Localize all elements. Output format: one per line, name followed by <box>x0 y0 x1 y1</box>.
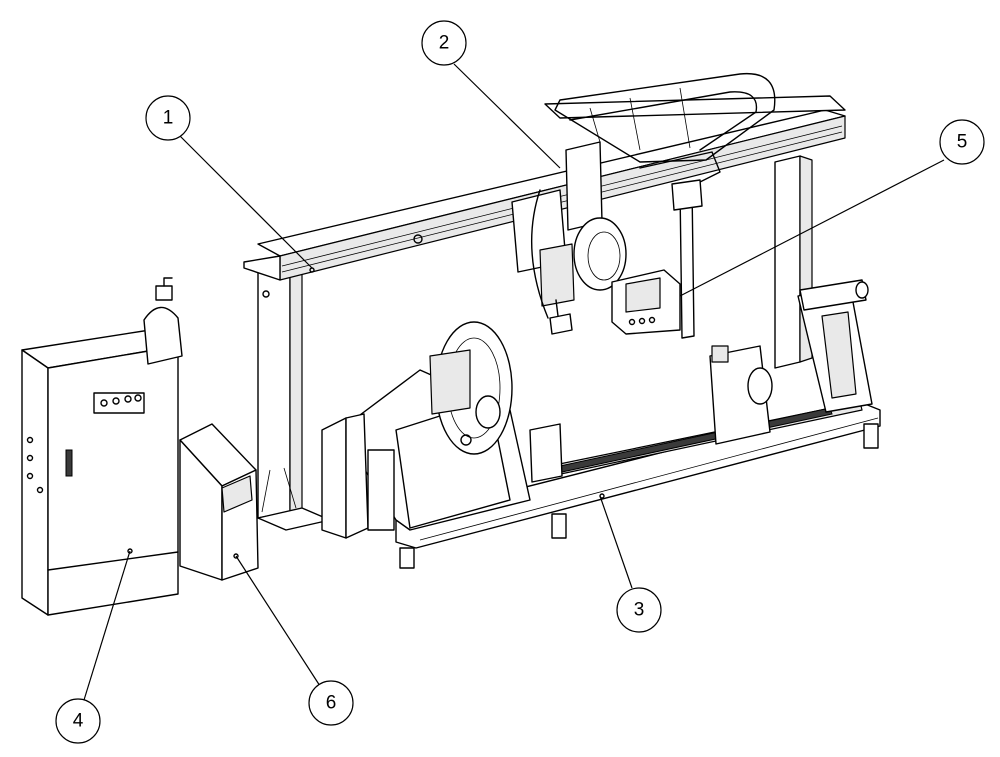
leader-2 <box>453 63 561 169</box>
leader-4 <box>83 550 131 701</box>
callout-6-label: 6 <box>326 693 337 714</box>
callout-5: 5 <box>939 119 985 165</box>
welding-power-source <box>179 423 259 581</box>
control-pendant <box>611 269 681 335</box>
callout-4: 4 <box>55 698 101 744</box>
welding-carriage <box>511 72 776 339</box>
leader-6 <box>235 555 321 687</box>
callout-2: 2 <box>421 20 467 66</box>
callout-6: 6 <box>308 680 354 726</box>
power-cabinet <box>21 277 183 616</box>
tailstock <box>709 279 873 445</box>
callout-2-label: 2 <box>439 33 450 54</box>
leader-5 <box>679 159 945 297</box>
positioner-rail <box>395 401 881 569</box>
callout-1: 1 <box>145 95 191 141</box>
gantry-frame <box>243 95 846 531</box>
callout-1-label: 1 <box>163 108 174 129</box>
callout-3: 3 <box>616 587 662 633</box>
callout-3-label: 3 <box>634 600 645 621</box>
callout-4-label: 4 <box>73 711 84 732</box>
leader-1 <box>179 135 313 269</box>
leader-lines <box>83 63 945 701</box>
headstock-positioner <box>321 321 563 539</box>
leader-3 <box>599 495 633 589</box>
callout-5-label: 5 <box>957 132 968 153</box>
